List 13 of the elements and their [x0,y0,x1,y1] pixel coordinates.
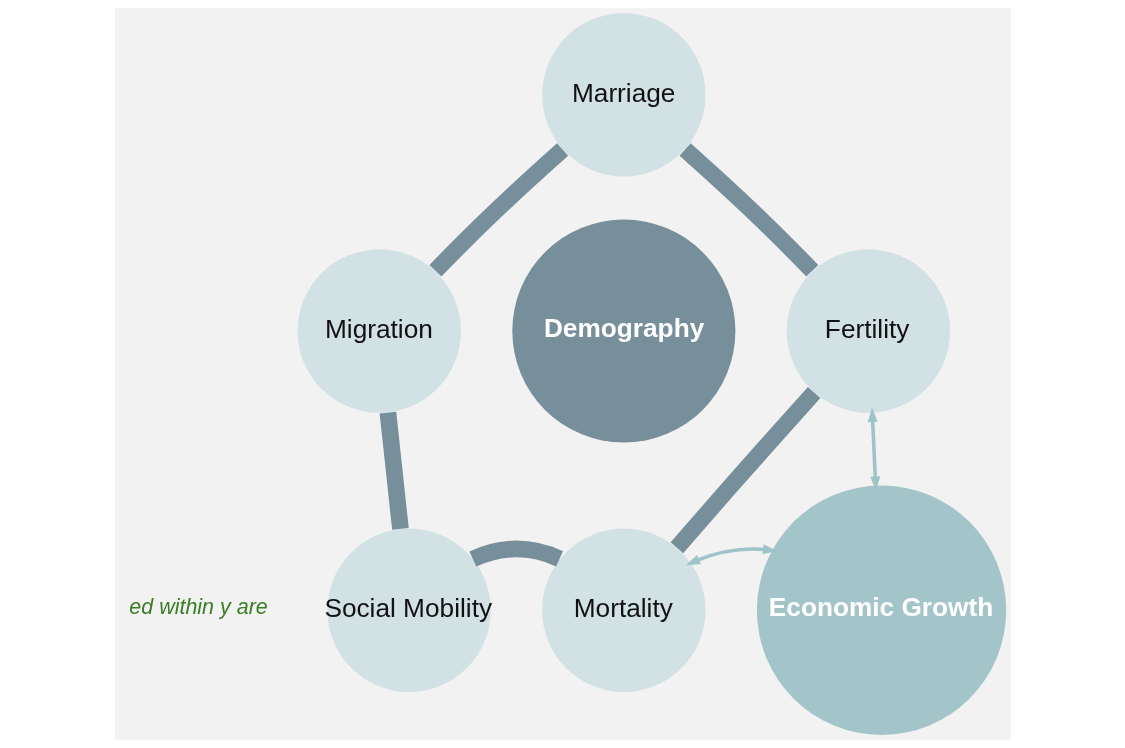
node-circle: Mortality [541,528,706,692]
node-circle: Marriage [541,13,706,177]
node-circle: Social Mobility [326,528,491,692]
node-circle: Demography [511,219,735,443]
connector [469,540,563,567]
node-circle: Economic Growth [756,485,1006,735]
node-circle: Migration [297,249,461,413]
node-circle: Fertility [786,249,950,413]
connector [428,143,568,277]
connector [679,143,818,277]
label: ed within y are [128,595,268,620]
connector [379,411,409,530]
connector [670,386,820,554]
